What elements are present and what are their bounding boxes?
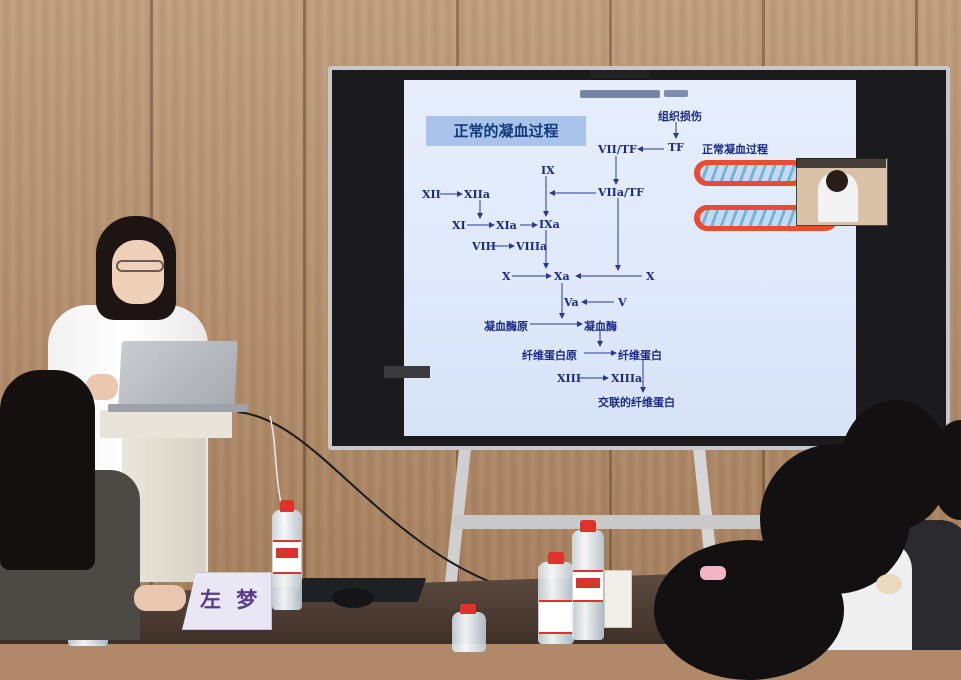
audience-member-head (654, 540, 844, 680)
name-tent-text: 左 梦 (200, 587, 262, 612)
toolbar-chip[interactable] (664, 90, 688, 97)
node-vii-tf: VII/TF (598, 143, 637, 156)
node-crosslinked-fibrin: 交联的纤维蛋白 (598, 396, 675, 409)
laptop-base (108, 404, 248, 412)
node-fibrinogen: 纤维蛋白原 (522, 349, 577, 362)
audience-member-left-hair (0, 370, 95, 570)
node-ix: IX (541, 164, 555, 177)
node-viiia: VIIIa (516, 240, 548, 253)
node-viii: VIII (472, 240, 496, 253)
podium-top (100, 410, 232, 438)
node-x-right: X (646, 270, 655, 283)
node-prothrombin: 凝血酶原 (484, 320, 528, 333)
bottle-cap (580, 520, 596, 532)
participant-head (826, 170, 848, 192)
node-xiia: XIIa (464, 188, 490, 201)
slide-title: 正常的凝血过程 (426, 116, 586, 146)
node-xia: XIa (496, 219, 517, 232)
meeting-toolbar[interactable] (580, 90, 660, 98)
node-fibrin: 纤维蛋白 (618, 349, 662, 362)
subtitle-label: 正常凝血过程 (702, 143, 768, 156)
bottle-label-mark (276, 548, 298, 558)
name-tent-card-right (604, 570, 632, 628)
node-va: Va (564, 296, 579, 309)
node-thrombin: 凝血酶 (584, 320, 617, 333)
tv-camera (590, 70, 650, 78)
hair-clip (700, 566, 726, 580)
bottle-label (539, 600, 573, 634)
video-tile-header (796, 158, 886, 168)
bottle-label-mark (576, 578, 600, 588)
tv-stand-crossbar (452, 515, 772, 529)
laptop-lid (118, 341, 238, 407)
node-xiiia: XIIIa (611, 372, 643, 385)
node-ixa: IXa (539, 218, 560, 231)
bottle-cap (280, 500, 294, 512)
node-tissue-injury: 组织损伤 (658, 110, 702, 123)
bottle-cap (548, 552, 564, 564)
node-xii: XII (422, 188, 441, 201)
water-bottle (452, 612, 486, 652)
name-tent-card (182, 572, 272, 630)
cascade-arrows (440, 122, 679, 393)
node-viia-tf: VIIa/TF (598, 186, 644, 199)
node-xi: XI (452, 219, 466, 232)
node-tf: TF (668, 141, 684, 154)
bottle-cap (460, 604, 476, 614)
fibrin-strands-top (700, 165, 800, 181)
node-xa: Xa (554, 270, 570, 283)
glasses (116, 260, 164, 272)
computer-mouse (332, 588, 374, 608)
node-x-left: X (502, 270, 511, 283)
collapsed-side-panel[interactable] (384, 366, 430, 378)
node-xiii: XIII (557, 372, 581, 385)
node-v: V (618, 296, 627, 309)
presenter-face (112, 240, 164, 304)
hair-scrunchie (876, 574, 902, 594)
audience-member-left-hand (134, 585, 186, 611)
